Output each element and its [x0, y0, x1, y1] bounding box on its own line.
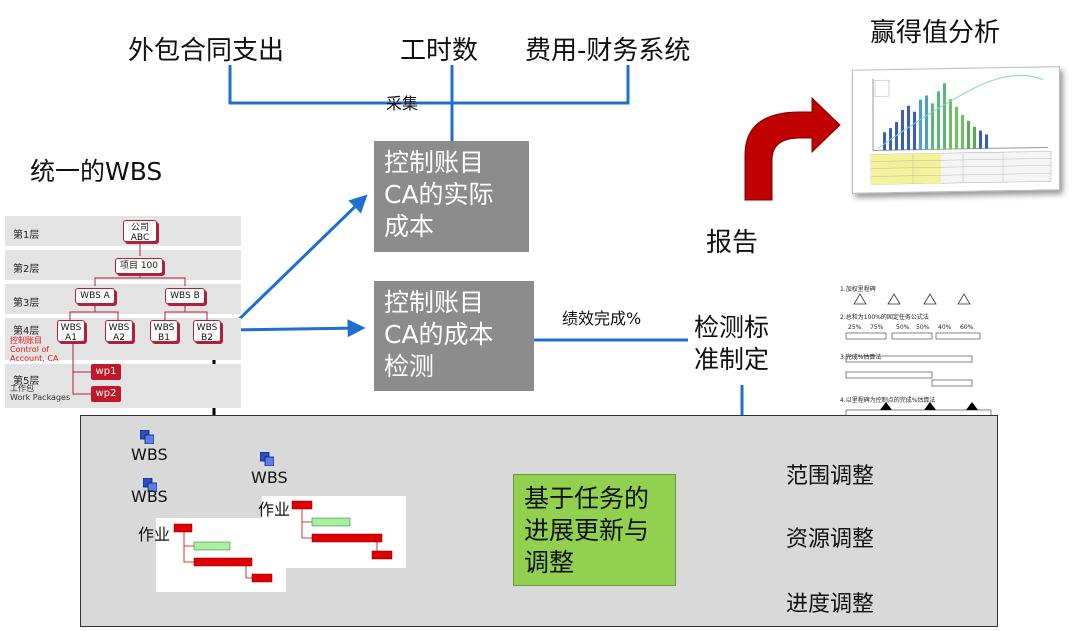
ev-chart-bars	[883, 83, 988, 151]
method-2-label: 2.总和为100%的固定任务公式法	[840, 314, 929, 321]
ev-report-thumbnail	[852, 66, 1060, 194]
outsourcing-label: 外包合同支出	[128, 36, 285, 66]
wbs-cube-icon	[143, 478, 157, 492]
method-4-label: 4.以里程碑为控制点的完成%估算法	[840, 397, 936, 404]
wbs-b1-node: WBS B1	[150, 320, 178, 343]
wp2-node: wp2	[91, 386, 121, 402]
wbs-tree-lines	[69, 242, 208, 395]
gantt-chart-2	[262, 496, 406, 568]
task-progress-update-box: 基于任务的 进展更新与 调整	[513, 474, 676, 586]
schedule-adjust-label: 进度调整	[786, 592, 875, 617]
bottom-wbs-3: WBS	[251, 468, 288, 487]
bottom-wbs-1: WBS	[131, 445, 168, 464]
pct-60: 60%	[960, 324, 974, 331]
measurement-methods-sheet: 1.加权里程碑 2.总和为100%的固定任务公式法 25% 75% 50% 50…	[836, 282, 996, 422]
report-arrow	[744, 96, 841, 201]
bottom-wbs-2: WBS	[131, 487, 168, 506]
pct-25: 25%	[848, 324, 862, 331]
milestone-triangles	[853, 293, 971, 305]
ca-cost-check-box: 控制账目 CA的成本 检测	[374, 281, 534, 391]
wp-legend: 工作包 Work Packages	[10, 384, 71, 402]
level-3-label: 第3层	[13, 298, 40, 309]
level-2-label: 第2层	[13, 264, 40, 275]
ev-title: 赢得值分析	[870, 18, 1001, 48]
wbs-project-node: 项目 100	[115, 258, 163, 274]
level-5-label: 第5层	[13, 376, 40, 387]
wbs-b2-node: WBS B2	[193, 320, 221, 343]
pct-50b: 50%	[916, 324, 930, 331]
ev-chart-curve	[877, 74, 1044, 149]
wbs-title: 统一的WBS	[30, 157, 163, 186]
method-3-label: 3.完成%估算法	[840, 354, 882, 361]
wbs-a2-node: WBS A2	[105, 320, 133, 343]
hours-label: 工时数	[400, 36, 479, 66]
wbs-b-node: WBS B	[165, 288, 205, 304]
collect-bracket	[228, 65, 630, 105]
wp1-node: wp1	[91, 364, 121, 380]
pct-40: 40%	[938, 324, 952, 331]
report-label: 报告	[706, 228, 759, 258]
pct-50a: 50%	[896, 324, 910, 331]
wbs-cube-icon	[140, 430, 154, 444]
method-1-label: 1.加权里程碑	[840, 286, 876, 293]
scope-adjust-label: 范围调整	[786, 464, 875, 489]
bottom-task-1: 作业	[138, 525, 171, 544]
gantt-chart-1	[156, 518, 286, 592]
level-4-label: 第4层	[13, 326, 40, 337]
level-1-label: 第1层	[13, 230, 40, 241]
ca-legend: 控制账目 Control of Account, CA	[10, 336, 59, 363]
ev-table	[870, 151, 1052, 185]
arrow-to-ca-check	[227, 319, 366, 338]
wbs-row-5	[5, 364, 241, 408]
wbs-cube-icon	[260, 452, 274, 466]
methods-bars	[845, 332, 992, 419]
wbs-hierarchy: 第1层 第2层 第3层 第4层 控制账目 Control of Account,…	[5, 216, 241, 408]
wbs-a-node: WBS A	[75, 288, 115, 304]
collect-label: 采集	[386, 94, 419, 113]
resource-adjust-label: 资源调整	[786, 527, 875, 552]
wbs-a1-node: WBS A1	[57, 320, 85, 343]
perf-complete-label: 绩效完成%	[562, 309, 642, 328]
ca-actual-cost-box: 控制账目 CA的实际 成本	[374, 141, 529, 252]
finance-label: 费用-财务系统	[525, 36, 691, 66]
pct-75: 75%	[870, 324, 884, 331]
wbs-company-node: 公司 ABC	[123, 220, 157, 243]
arrow-to-ca-actual	[226, 194, 368, 332]
standard-label: 检测标 准制定	[694, 313, 770, 374]
bottom-task-2: 作业	[258, 500, 291, 519]
